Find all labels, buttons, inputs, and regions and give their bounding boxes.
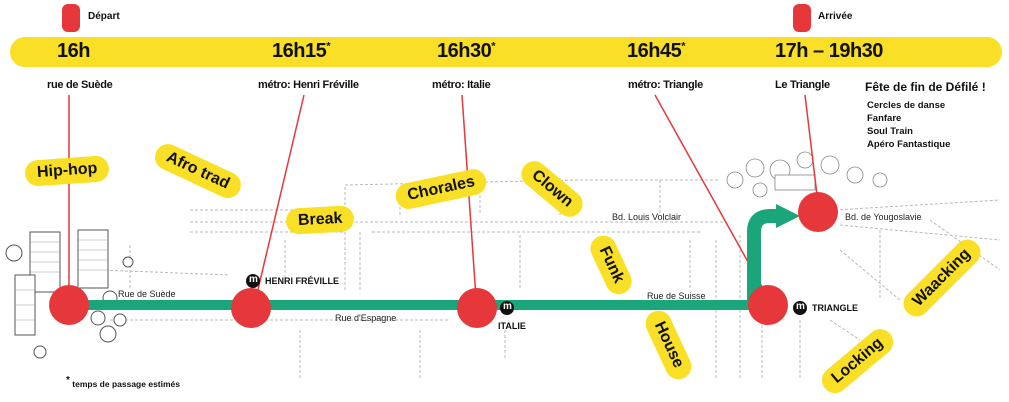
parade-route	[80, 204, 800, 310]
street-bd-louis-volclair: Bd. Louis Volclair	[612, 212, 682, 222]
fete-list: Cercles de danse Fanfare Soul Train Apér…	[867, 99, 950, 151]
metro-badges	[246, 274, 807, 315]
metro-italie-icon: m	[503, 301, 512, 312]
place-henri-freville: métro: Henri Fréville	[258, 79, 359, 91]
fete-item: Cercles de danse	[867, 100, 946, 111]
footnote: * temps de passage estimés	[66, 375, 181, 389]
time-16h: 16h	[57, 40, 90, 62]
place-triangle: métro: Triangle	[628, 79, 703, 91]
place-italie: métro: Italie	[432, 79, 491, 91]
place-rue-de-suede: rue de Suède	[47, 79, 113, 91]
time-16h45: 16h45*	[627, 40, 685, 62]
metro-triangle-label: TRIANGLE	[812, 303, 858, 313]
depart-label: Départ	[88, 11, 120, 22]
dance-break: Break	[285, 205, 356, 235]
time-17h-19h30: 17h – 19h30	[775, 40, 883, 62]
fete-item: Soul Train	[867, 126, 913, 137]
time-16h30: 16h30*	[437, 40, 495, 62]
street-rue-de-suisse: Rue de Suisse	[647, 291, 706, 301]
time-16h15: 16h15*	[272, 40, 330, 62]
place-le-triangle: Le Triangle	[775, 79, 830, 91]
metro-henri-icon: m	[249, 274, 258, 285]
metro-italie-label: ITALIE	[498, 321, 526, 331]
depart-flag	[62, 4, 80, 32]
fete-title: Fête de fin de Défilé !	[865, 80, 986, 94]
arrival-park-icon	[726, 151, 888, 198]
arrivee-label: Arrivée	[818, 11, 853, 22]
timeline-bar	[10, 37, 1002, 67]
start-buildings-icon	[5, 229, 134, 359]
metro-triangle-icon: m	[796, 301, 805, 312]
street-rue-de-suede: Rue de Suède	[118, 289, 176, 299]
fete-item: Fanfare	[867, 113, 902, 124]
arrivee-flag	[793, 4, 811, 32]
leader-lines	[68, 94, 818, 299]
stop-dots	[49, 192, 838, 328]
metro-henri-freville-label: HENRI FRÉVILLE	[265, 276, 340, 286]
street-bd-de-yougoslavie: Bd. de Yougoslavie	[845, 212, 922, 222]
street-rue-d-espagne: Rue d'Espagne	[335, 313, 397, 323]
fete-item: Apéro Fantastique	[867, 139, 951, 150]
